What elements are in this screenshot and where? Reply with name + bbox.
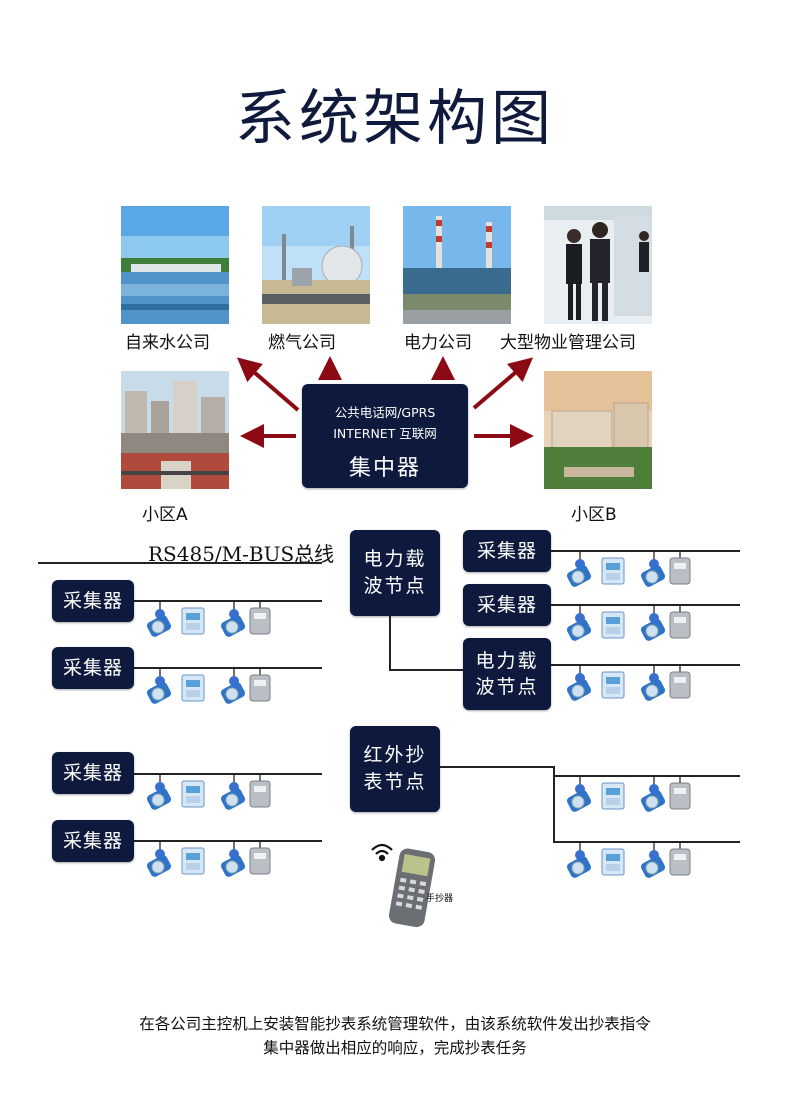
- collector-left-2-line: [134, 667, 322, 669]
- meters-right-4: [564, 777, 691, 814]
- arrow-to-property: [472, 357, 534, 410]
- plc-node-2-line-2: 波节点: [475, 676, 539, 698]
- plc-node-1-line-1: 电力载: [363, 548, 427, 570]
- property-company-label: 大型物业管理公司: [500, 333, 636, 353]
- community-a-image: [121, 371, 229, 489]
- meters-left-3: [144, 775, 271, 812]
- footer-line-2: 集中器做出相应的响应，完成抄表任务: [263, 1039, 527, 1057]
- footer-line-1: 在各公司主控机上安装智能抄表系统管理软件，由该系统软件发出抄表指令: [139, 1015, 651, 1033]
- meters-left-4: [144, 842, 271, 879]
- office-people-image: [544, 206, 652, 324]
- plc-node-1: 电力载 波节点: [350, 530, 440, 616]
- page-title: 系统架构图: [235, 84, 555, 154]
- meters-left-2: [144, 669, 271, 706]
- ir-link-vertical: [553, 766, 555, 842]
- collector-left-4: 采集器: [52, 820, 134, 862]
- plc-link-horizontal: [389, 669, 463, 671]
- handheld-reader-image: [371, 843, 436, 928]
- collector-left-1-line: [134, 600, 322, 602]
- ir-branch-2-line: [553, 841, 740, 843]
- arrow-to-water: [236, 357, 300, 412]
- community-b-label: 小区B: [571, 505, 617, 525]
- concentrator-box: 公共电话网/GPRS INTERNET 互联网 集中器: [302, 384, 468, 488]
- collector-left-3: 采集器: [52, 752, 134, 794]
- plc-node-2: 电力载 波节点: [463, 638, 551, 710]
- water-company-label: 自来水公司: [125, 333, 210, 353]
- power-plant-image: [403, 206, 511, 324]
- network-line-2: INTERNET 互联网: [333, 426, 437, 441]
- community-b-image: [544, 371, 652, 489]
- concentrator-label: 集中器: [348, 456, 421, 481]
- meters-left-1: [144, 602, 271, 639]
- gas-plant-image: [262, 206, 370, 324]
- collector-left-2: 采集器: [52, 647, 134, 689]
- ir-node-line-2: 表节点: [363, 771, 427, 793]
- water-plant-image: [121, 206, 229, 324]
- collector-right-2: 采集器: [463, 584, 551, 626]
- gas-company-label: 燃气公司: [268, 333, 336, 353]
- ir-node-line-1: 红外抄: [363, 744, 427, 766]
- meters-right-3: [564, 666, 691, 703]
- collector-right-1: 采集器: [463, 530, 551, 572]
- ir-link-horizontal: [440, 766, 554, 768]
- plc-link-vertical: [389, 616, 391, 670]
- network-arrows: [236, 356, 534, 448]
- collector-right-2-line: [551, 604, 740, 606]
- handheld-label: 手抄器: [426, 894, 454, 904]
- ir-node: 红外抄 表节点: [350, 726, 440, 812]
- bus-line: [38, 562, 322, 564]
- plc-node-2-line-1: 电力载: [475, 650, 539, 672]
- network-line-1: 公共电话网/GPRS: [334, 405, 436, 420]
- plc-node-1-line-2: 波节点: [363, 575, 427, 597]
- collector-left-3-line: [134, 773, 322, 775]
- wifi-icon: [371, 843, 393, 862]
- plc-node-2-line: [551, 664, 740, 666]
- collector-left-4-line: [134, 840, 322, 842]
- collector-left-1: 采集器: [52, 580, 134, 622]
- collector-right-1-line: [551, 550, 740, 552]
- meters-right-2: [564, 606, 691, 643]
- ir-branch-1-line: [553, 775, 740, 777]
- community-a-label: 小区A: [142, 505, 188, 525]
- meters-right-1: [564, 552, 691, 589]
- meters-right-5: [564, 843, 691, 880]
- power-company-label: 电力公司: [404, 333, 472, 353]
